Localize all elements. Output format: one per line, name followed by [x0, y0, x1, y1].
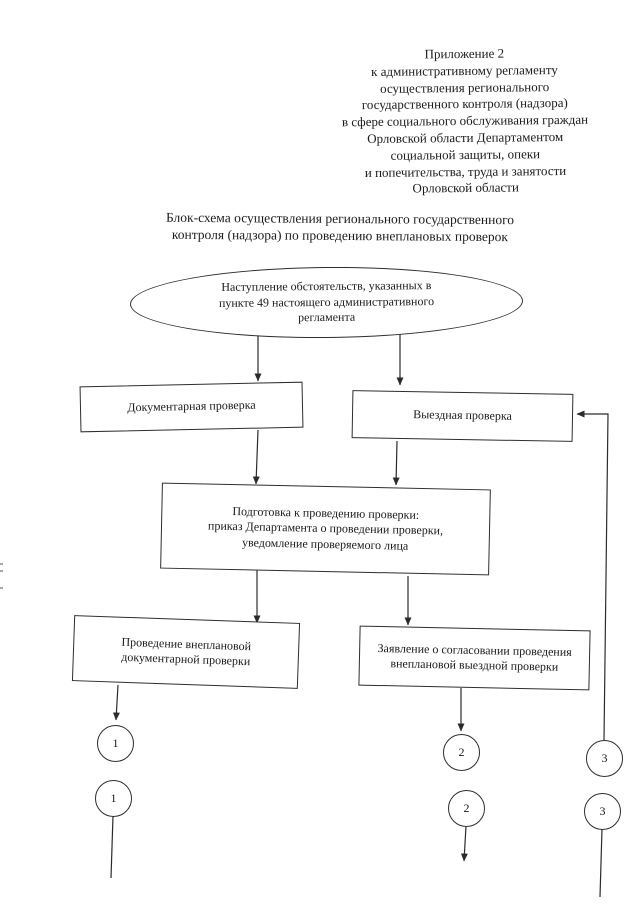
- connector-circle-2-exit: 2: [443, 734, 480, 771]
- arrow-connector3-to-field: [576, 410, 609, 741]
- arrow-unscheduled-to-connector1: [112, 684, 120, 721]
- flowchart-box-field-check: Выездная проверка: [351, 390, 574, 442]
- scan-artifacts: [0, 563, 3, 589]
- arrow-field-to-preparation: [392, 440, 400, 486]
- connector-circle-1-entry: 1: [95, 780, 132, 817]
- connector-circle-3-exit: 3: [586, 740, 623, 777]
- flowchart-box-approval-request: Заявление о согласовании проведения внеп…: [358, 625, 591, 691]
- arrow-documentary-to-preparation: [252, 429, 260, 485]
- connector-circle-1-exit: 1: [97, 725, 134, 762]
- flowchart-box-preparation: Подготовка к проведению проверки: приказ…: [160, 482, 491, 576]
- flowchart-box-documentary-check: Документарная проверка: [79, 381, 304, 433]
- flowchart-box-unscheduled-documentary: Проведение внеплановой документарной про…: [71, 615, 301, 689]
- line-connector3-continued: [599, 828, 603, 898]
- arrow-connector2-continued: [460, 825, 468, 862]
- appendix-header: Приложение 2 к административному регламе…: [341, 45, 589, 196]
- connector-circle-3-entry: 3: [584, 793, 621, 830]
- line-connector1-continued: [110, 815, 114, 879]
- connector-circle-2-entry: 2: [448, 790, 485, 827]
- page-title: Блок-схема осуществления регионального г…: [165, 209, 515, 245]
